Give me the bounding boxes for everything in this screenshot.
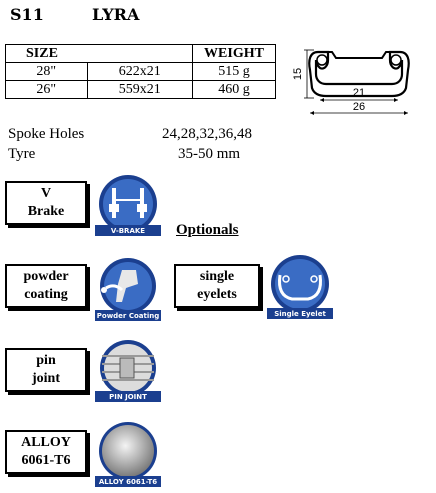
size-weight-table: SIZE WEIGHT 28" 622x21 515 g 26" 559x21 … [5,44,276,99]
vbrake-icon [99,175,157,233]
pin-joint-icon [100,340,156,396]
alloy-badge-label: ALLOY 6061-T6 [95,476,161,487]
vbrake-feature-box: V Brake [5,181,87,225]
eyelets-line2: eyelets [197,287,237,302]
outer-width-label: 26 [353,101,365,113]
spoke-holes-label: Spoke Holes [8,126,85,142]
size-cell: 26" [5,80,88,99]
table-header-row: SIZE WEIGHT [5,44,276,63]
pin-line2: joint [32,371,60,386]
alloy-feature-box: ALLOY 6061-T6 [5,430,87,474]
model-code: S11 [10,5,44,24]
powder-badge: Powder Coating [92,258,164,322]
vbrake-line2: Brake [27,204,65,219]
table-row: 28" 622x21 515 g [5,62,276,81]
weight-header: WEIGHT [192,44,276,63]
pin-line1: pin [36,353,56,368]
powder-badge-label: Powder Coating [95,310,161,321]
alloy-disc-icon [99,422,157,480]
eyelets-badge-label: Single Eyelet [267,308,333,319]
dims-cell: 559x21 [86,80,193,99]
weight-cell: 515 g [192,62,276,81]
spray-gun-icon [100,258,156,314]
weight-cell: 460 g [192,80,276,99]
table-row: 26" 559x21 460 g [5,80,276,99]
pin-badge: PIN JOINT [92,340,164,404]
tyre-value: 35-50 mm [178,146,241,162]
eyelets-feature-box: single eyelets [174,264,260,308]
size-cell: 28" [5,62,88,81]
rim-profile-drawing: 15 21 26 [292,49,410,115]
vbrake-badge: V-BRAKE [92,174,164,238]
optionals-heading: Optionals [176,222,239,238]
model-name: LYRA [92,5,140,24]
eyelets-line1: single [199,269,235,284]
alloy-badge: ALLOY 6061-T6 [92,422,164,488]
tyre-label: Tyre [8,146,36,162]
alloy-line1: ALLOY [21,435,71,450]
size-header: SIZE [5,44,193,63]
eyelet-icon [271,255,329,313]
eyelets-badge: Single Eyelet [264,255,336,321]
powder-line1: powder [23,269,69,284]
height-dim-label: 15 [292,68,304,80]
rim-outline [308,50,410,98]
vbrake-line1: V [40,186,52,201]
inner-width-label: 21 [353,87,365,99]
alloy-line2: 6061-T6 [21,453,71,468]
powder-feature-box: powder coating [5,264,87,308]
spoke-holes-value: 24,28,32,36,48 [162,126,252,142]
dims-cell: 622x21 [86,62,193,81]
pin-badge-label: PIN JOINT [95,391,161,402]
vbrake-badge-label: V-BRAKE [95,225,161,236]
powder-line2: coating [24,287,68,302]
pin-feature-box: pin joint [5,348,87,392]
